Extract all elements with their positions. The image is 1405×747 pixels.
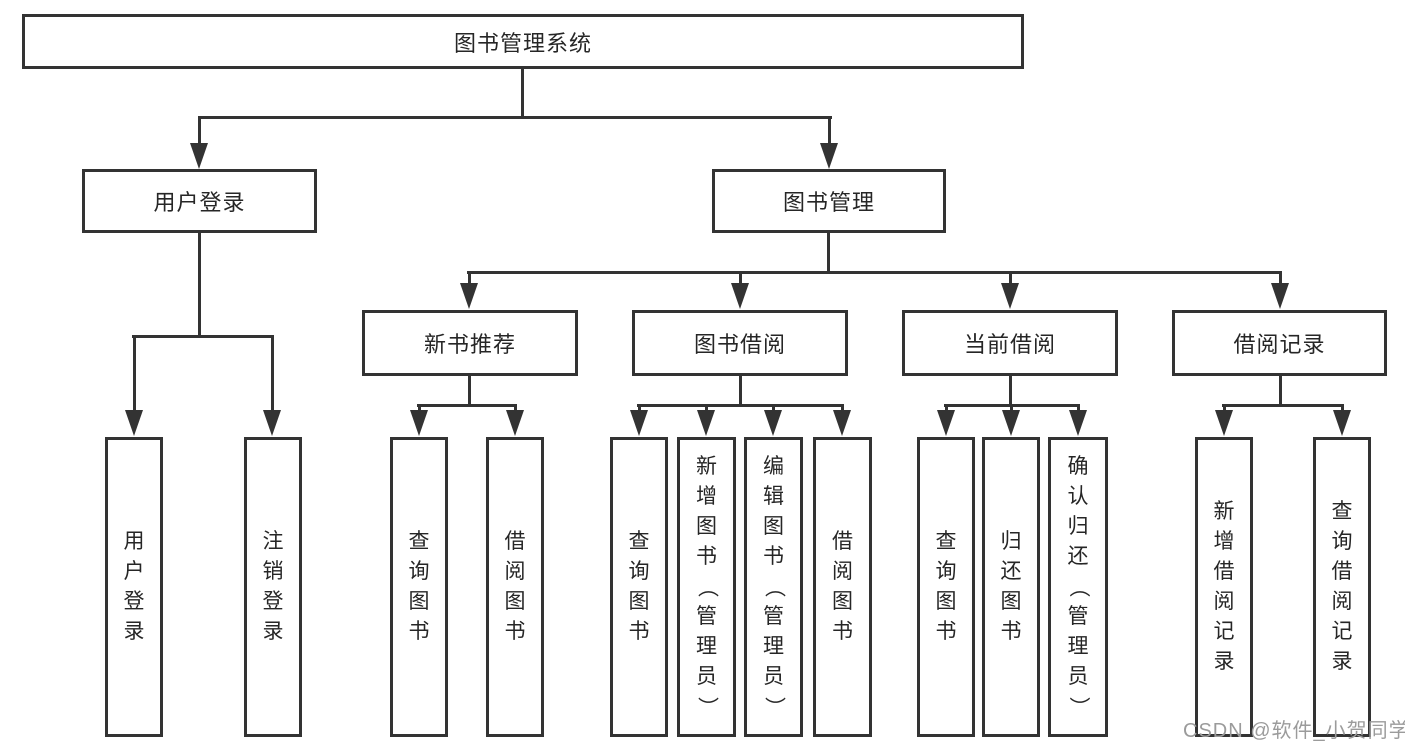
node-book-borrow: 图书借阅	[632, 310, 848, 376]
node-current-borrow: 当前借阅	[902, 310, 1118, 376]
arrow-to-borrow-records	[1271, 283, 1289, 309]
node-book-management: 图书管理	[712, 169, 946, 233]
connector-current-borrow-leaf3	[1077, 404, 1080, 414]
node-new-book-recommend: 新书推荐	[362, 310, 578, 376]
connector-book-management-stub	[827, 232, 830, 274]
node-book-management-label: 图书管理	[782, 190, 875, 215]
connector-new-book-stub	[468, 375, 471, 406]
connector-level1-horizontal	[198, 116, 832, 119]
connector-to-user-login	[198, 116, 201, 148]
arrow-current-borrow-leaf2	[1002, 410, 1020, 436]
connector-current-borrow-stub	[1009, 375, 1012, 406]
node-borrow-records: 借阅记录	[1172, 310, 1387, 376]
arrow-book-borrow-leaf2	[697, 410, 715, 436]
connector-new-book-leaf1	[418, 404, 421, 414]
connector-to-book-management	[828, 116, 831, 148]
connector-to-new-book	[468, 271, 471, 287]
arrow-book-borrow-leaf4	[833, 410, 851, 436]
connector-to-borrow-records	[1279, 271, 1282, 287]
leaf-add-borrow-record: 新增借阅记录	[1195, 437, 1253, 737]
leaf-query-books-current: 查询图书	[917, 437, 975, 737]
connector-book-borrow-leaf1	[638, 404, 641, 414]
leaf-query-borrow-record: 查询借阅记录	[1313, 437, 1371, 737]
connector-new-book-leaf2	[514, 404, 517, 414]
node-user-login: 用户登录	[82, 169, 317, 233]
leaf-query-books-recommend: 查询图书	[390, 437, 448, 737]
connector-current-borrow-leaf1	[945, 404, 948, 414]
csdn-watermark: CSDN @软件_小贺同学	[1183, 720, 1405, 742]
connector-to-leaf-login	[133, 335, 136, 413]
leaf-query-books-borrow: 查询图书	[610, 437, 668, 737]
connector-book-borrow-horizontal	[637, 404, 844, 407]
node-book-borrow-label: 图书借阅	[693, 332, 786, 357]
arrow-new-book-leaf2	[506, 410, 524, 436]
node-user-login-label: 用户登录	[153, 190, 246, 215]
node-root: 图书管理系统	[22, 14, 1024, 69]
arrow-current-borrow-leaf1	[937, 410, 955, 436]
leaf-logout-login: 注销登录	[244, 437, 302, 737]
connector-root-stub	[521, 68, 524, 118]
leaf-user-login: 用户登录	[105, 437, 163, 737]
node-root-label: 图书管理系统	[453, 30, 592, 56]
arrow-to-leaf-login	[125, 410, 143, 436]
leaf-confirm-return-admin: 确认归还（管理员）	[1048, 437, 1108, 737]
arrow-book-borrow-leaf3	[764, 410, 782, 436]
leaf-borrow-books-recommend: 借阅图书	[486, 437, 544, 737]
arrow-new-book-leaf1	[410, 410, 428, 436]
arrow-to-new-book	[460, 283, 478, 309]
connector-new-book-horizontal	[417, 404, 517, 407]
connector-borrow-records-horizontal	[1222, 404, 1344, 407]
node-borrow-records-label: 借阅记录	[1233, 332, 1326, 357]
connector-level2-horizontal	[467, 271, 1281, 274]
arrow-to-current-borrow	[1001, 283, 1019, 309]
connector-user-login-stub	[198, 232, 201, 337]
connector-borrow-records-leaf2	[1341, 404, 1344, 414]
connector-user-login-horizontal	[132, 335, 274, 338]
leaf-edit-books-admin: 编辑图书（管理员）	[744, 437, 803, 737]
node-current-borrow-label: 当前借阅	[963, 332, 1056, 357]
connector-book-borrow-leaf4	[841, 404, 844, 414]
connector-book-borrow-stub	[739, 375, 742, 406]
arrow-current-borrow-leaf3	[1069, 410, 1087, 436]
leaf-add-books-admin: 新增图书（管理员）	[677, 437, 736, 737]
node-new-book-recommend-label: 新书推荐	[423, 332, 516, 357]
arrow-borrow-records-leaf1	[1215, 410, 1233, 436]
arrow-to-user-login	[190, 143, 208, 169]
connector-borrow-records-stub	[1279, 375, 1282, 406]
arrow-to-book-borrow	[731, 283, 749, 309]
arrow-borrow-records-leaf2	[1333, 410, 1351, 436]
connector-book-borrow-leaf3	[772, 404, 775, 414]
arrow-to-leaf-logout	[263, 410, 281, 436]
leaf-return-books: 归还图书	[982, 437, 1040, 737]
arrow-to-book-management	[820, 143, 838, 169]
connector-borrow-records-leaf1	[1223, 404, 1226, 414]
leaf-borrow-books: 借阅图书	[813, 437, 872, 737]
connector-current-borrow-leaf2	[1010, 404, 1013, 414]
connector-to-leaf-logout	[271, 335, 274, 413]
connector-to-book-borrow	[739, 271, 742, 287]
connector-book-borrow-leaf2	[705, 404, 708, 414]
connector-to-current-borrow	[1009, 271, 1012, 287]
arrow-book-borrow-leaf1	[630, 410, 648, 436]
